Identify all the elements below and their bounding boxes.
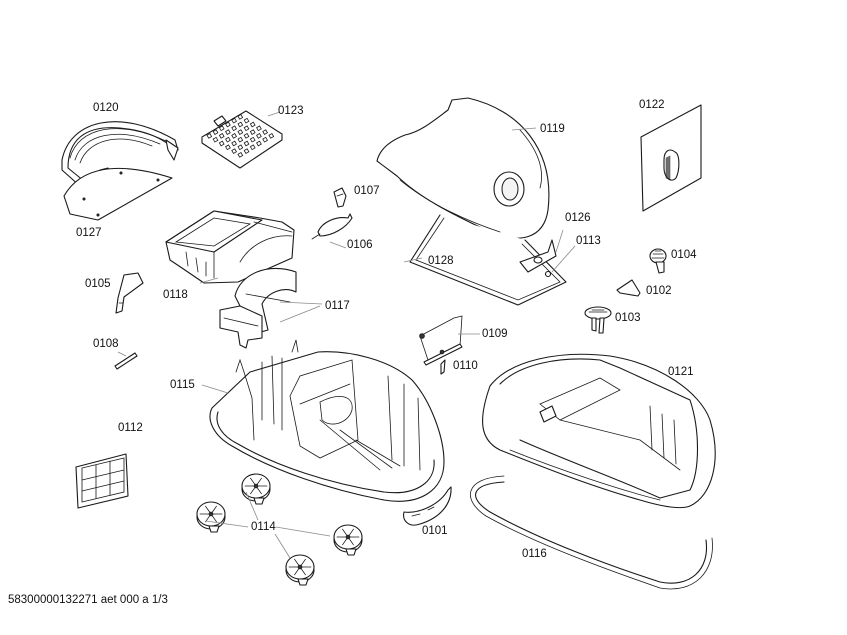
filter-grid-cell <box>231 148 237 154</box>
filter-grid-cell <box>218 133 225 139</box>
part-0109-wire-bracket <box>419 315 463 366</box>
filter-grid-cell <box>237 129 244 135</box>
filter-grid-cell <box>249 129 256 135</box>
filter-grid-cell <box>225 129 231 135</box>
label-0126: 0126 <box>565 212 591 224</box>
filter-grid-cell <box>231 133 237 139</box>
filter-grid-cell <box>237 152 244 158</box>
filter-grid-cell <box>206 133 213 139</box>
filter-grid-cell <box>225 136 231 143</box>
part-0126-button <box>519 239 557 273</box>
filter-grid-cell <box>243 133 250 139</box>
part-0117-motor-baffle <box>219 267 297 349</box>
label-0118: 0118 <box>163 289 188 301</box>
filter-grid-cell <box>243 117 250 124</box>
filter-grid-cell <box>249 136 256 143</box>
label-0112: 0112 <box>118 422 143 434</box>
part-0116-bumper-strip <box>470 475 713 590</box>
label-0113: 0113 <box>576 235 601 247</box>
filter-grid-cell <box>268 133 275 139</box>
label-0105: 0105 <box>85 278 111 290</box>
label-0102: 0102 <box>646 285 672 297</box>
part-0122-dust-bag <box>640 104 702 212</box>
part-0112-grille-filter <box>75 453 129 509</box>
part-0119-cover-lid <box>376 97 550 239</box>
part-0108-pin <box>114 352 138 370</box>
filter-grid-cell <box>237 121 244 128</box>
castor-wheels <box>196 473 363 586</box>
part-0102-latch <box>616 279 641 297</box>
label-0107: 0107 <box>354 185 380 197</box>
filter-grid-cell <box>249 144 256 151</box>
label-0104: 0104 <box>671 249 697 261</box>
label-0117: 0117 <box>325 300 350 312</box>
part-0104-round-clip <box>649 248 667 274</box>
part-0123-exhaust-filter <box>201 110 283 169</box>
filter-grid-cell <box>243 140 250 147</box>
part-0110-tab <box>440 359 446 375</box>
filter-grid-cell <box>237 114 244 120</box>
label-0122: 0122 <box>639 99 665 111</box>
castor-wheel <box>196 501 226 533</box>
part-0113-hinge <box>544 270 552 278</box>
part-0105-bracket <box>115 272 144 314</box>
part-0127-cover-plate <box>63 167 173 221</box>
label-0116: 0116 <box>522 548 547 560</box>
part-0118-filter-housing <box>165 210 295 284</box>
filter-grid-cell <box>237 136 244 143</box>
part-0128-seal-frame <box>409 214 567 306</box>
label-0103: 0103 <box>615 312 641 324</box>
part-0106-spring-clip <box>311 213 353 240</box>
part-0121-upper-housing <box>482 353 716 509</box>
part-0103-mushroom-clip <box>584 306 612 334</box>
castor-wheel <box>285 554 315 586</box>
filter-grid-cell <box>256 133 262 139</box>
label-0110: 0110 <box>453 360 478 372</box>
label-0128: 0128 <box>428 255 454 267</box>
label-0101: 0101 <box>422 525 448 537</box>
filter-grid-cell <box>231 140 237 147</box>
label-0121: 0121 <box>668 366 694 378</box>
part-0101-trim-strip <box>403 486 452 526</box>
filter-grid <box>206 114 275 158</box>
castor-wheel <box>241 473 271 505</box>
filter-grid-cell <box>243 125 250 132</box>
label-0115: 0115 <box>170 379 195 391</box>
filter-grid-cell <box>225 144 231 151</box>
label-0120: 0120 <box>93 102 119 114</box>
label-0119: 0119 <box>540 123 565 135</box>
filter-grid-cell <box>249 121 256 128</box>
filter-grid-cell <box>256 125 262 132</box>
label-0106: 0106 <box>347 239 373 251</box>
filter-grid-cell <box>231 125 237 132</box>
leader-lines <box>117 111 576 559</box>
document-reference-footer: 58300000132271 aet 000 a 1/3 <box>8 594 168 606</box>
filter-grid-cell <box>218 140 225 147</box>
filter-grid-cell <box>218 125 225 132</box>
filter-grid-cell <box>262 129 268 135</box>
filter-grid-cell <box>256 140 262 147</box>
filter-grid-cell <box>231 117 237 124</box>
filter-grid-cell <box>225 121 231 128</box>
castor-wheel <box>333 524 363 556</box>
label-0108: 0108 <box>93 338 119 350</box>
filter-grid-cell <box>237 144 244 151</box>
part-0107-small-clip <box>333 187 347 208</box>
filter-grid-cell <box>262 136 268 143</box>
label-0123: 0123 <box>278 105 304 117</box>
filter-grid-cell <box>212 136 219 143</box>
part-0115-lower-housing <box>209 339 445 502</box>
label-0109: 0109 <box>482 328 508 340</box>
label-0127: 0127 <box>76 227 102 239</box>
label-0114: 0114 <box>251 521 276 533</box>
filter-grid-cell <box>212 129 219 135</box>
filter-grid-cell <box>243 148 250 154</box>
